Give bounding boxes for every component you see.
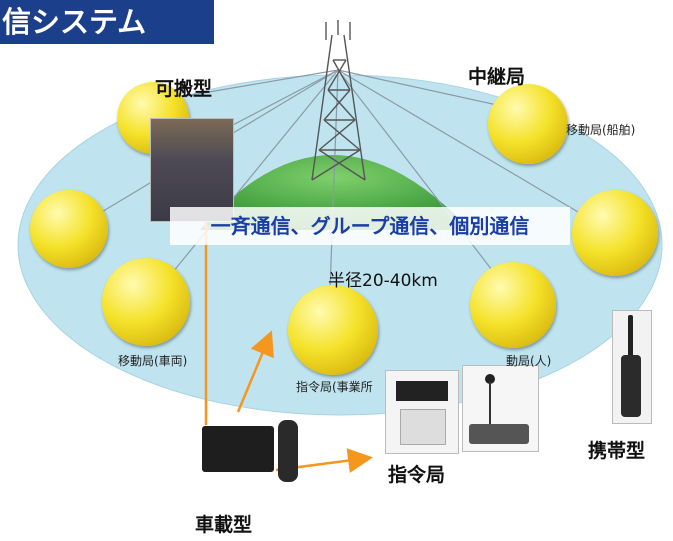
car-station-icon — [572, 190, 658, 276]
truck-station-icon — [102, 258, 190, 346]
desk-microphone-photo — [462, 365, 539, 452]
dispatch-console-photo — [385, 370, 459, 454]
dispatcher-station-icon — [288, 285, 378, 375]
coverage-radius-label: 半径20-40km — [328, 271, 438, 291]
mobile-person-label: 動局(人) — [506, 354, 552, 368]
mobile-ship-label: 移動局(船舶) — [566, 123, 636, 137]
antenna-tower — [311, 20, 366, 181]
radio-links — [79, 69, 601, 301]
vehicle-mounted-label: 車載型 — [195, 514, 253, 536]
ship-station-icon — [488, 84, 568, 164]
person-station-icon — [470, 262, 556, 348]
mobile-vehicle-label: 移動局(車両) — [118, 354, 188, 368]
handheld-radio-photo — [612, 310, 652, 424]
relay-station-label: 中継局 — [468, 66, 526, 88]
field-worker-station-icon — [30, 190, 108, 268]
portable-radio-photo — [150, 118, 234, 222]
vehicle-radio-photo — [198, 418, 308, 492]
communication-modes-banner: 一斉通信、グループ通信、個別通信 — [170, 207, 570, 245]
portable-label: 可搬型 — [155, 78, 213, 100]
handheld-label: 携帯型 — [588, 440, 646, 462]
page-title: 信システム — [0, 0, 214, 44]
dispatch-office-label: 指令局(事業所 — [296, 380, 373, 394]
dispatch-label: 指令局 — [388, 464, 446, 486]
